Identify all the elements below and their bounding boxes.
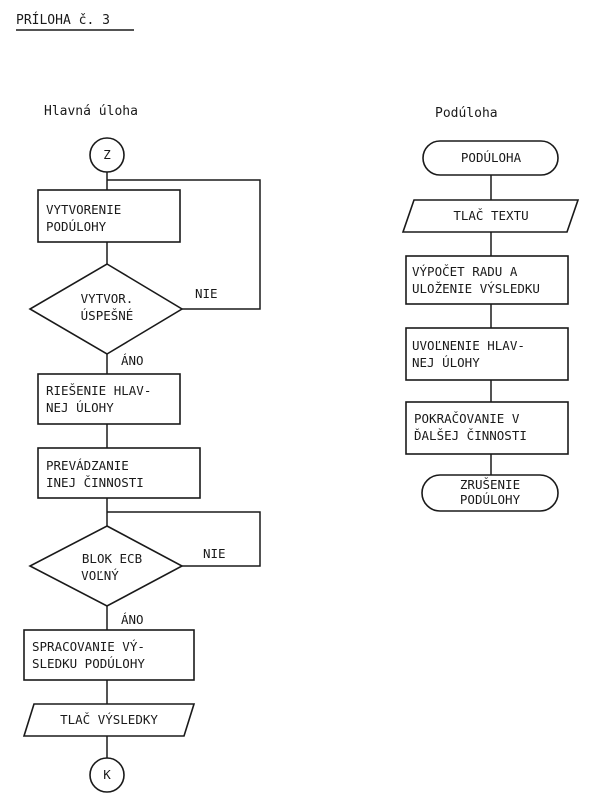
process-result-line-1: SPRACOVANIE VÝ-: [32, 639, 145, 654]
solve-main-line-2: NEJ ÚLOHY: [46, 400, 114, 415]
loop-no-created: [107, 179, 261, 310]
continue-line-2: ĎALŠEJ ČINNOSTI: [414, 428, 527, 443]
cancel-line-2: PODÚLOHY: [460, 492, 521, 507]
created-check-line-2: ÚSPEŠNÉ: [81, 308, 134, 323]
other-activity-line-1: PREVÁDZANIE: [46, 458, 129, 473]
release-box: [405, 327, 569, 381]
other-activity-line-2: INEJ ČINNOSTI: [46, 475, 144, 490]
other-activity-box: [37, 447, 201, 499]
compute-line-1: VÝPOČET RADU A: [412, 264, 518, 279]
main-heading: Hlavná úloha: [44, 104, 138, 119]
main-end-label: K: [103, 767, 111, 782]
print-text-label: TLAČ TEXTU: [453, 208, 528, 223]
release-line-1: UVOĽNENIE HLAV-: [412, 338, 525, 353]
cancel-line-1: ZRUŠENIE: [460, 477, 520, 492]
print-results-io: [22, 703, 196, 737]
main-start-label: Z: [103, 147, 111, 162]
continue-line-1: POKRAČOVANIE V: [414, 411, 520, 426]
print-results-label: TLAČ VÝSLEDKY: [60, 712, 158, 727]
continue-box: [405, 401, 569, 455]
release-line-2: NEJ ÚLOHY: [412, 355, 480, 370]
create-subtask-box: [37, 189, 181, 243]
process-result-box: [23, 629, 195, 681]
solve-main-line-1: RIEŠENIE HLAV-: [46, 383, 151, 398]
create-subtask-line-1: VYTVORENIE: [46, 202, 121, 217]
no-label-1: NIE: [195, 286, 218, 301]
yes-label-2: ÁNO: [121, 612, 144, 627]
sub-end-terminator: [421, 474, 559, 512]
ecb-check-line-2: VOĽNÝ: [81, 568, 119, 583]
process-result-line-2: SLEDKU PODÚLOHY: [32, 656, 145, 671]
ecb-check-diamond: [28, 525, 184, 607]
create-subtask-line-2: PODÚLOHY: [46, 219, 107, 234]
created-check-line-1: VYTVOR.: [81, 291, 134, 306]
compute-box: [405, 255, 569, 305]
no-label-2: NIE: [203, 546, 226, 561]
sub-start-label: PODÚLOHA: [461, 150, 522, 165]
compute-line-2: ULOŽENIE VÝSLEDKU: [412, 281, 540, 296]
loop-no-ecb: [107, 511, 261, 567]
print-text-io: [401, 199, 580, 233]
main-end-terminator: [89, 757, 125, 793]
sub-heading: Podúloha: [435, 106, 498, 121]
solve-main-box: [37, 373, 181, 425]
ecb-check-line-1: BLOK ECB: [82, 551, 142, 566]
yes-label-1: ÁNO: [121, 353, 144, 368]
page-title: PRÍLOHA č. 3: [16, 12, 110, 28]
